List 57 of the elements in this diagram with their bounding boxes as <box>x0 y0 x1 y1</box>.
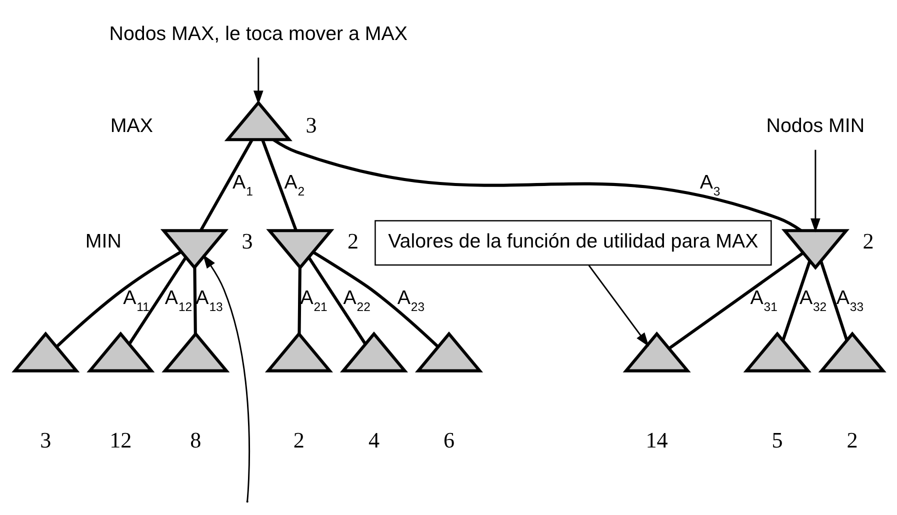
edge-label: A$_{22}$ <box>342 287 370 314</box>
arrow <box>202 254 250 502</box>
arrow <box>810 150 820 232</box>
connector <box>781 260 811 342</box>
node-triangle <box>161 332 230 372</box>
node-label: 2 <box>347 228 358 254</box>
node-label: 8 <box>190 428 201 453</box>
node-label: 2 <box>846 428 858 453</box>
node-text: Nodos MIN <box>766 115 864 137</box>
node-text: Nodos MAX, le toca mover a MAX <box>108 22 408 45</box>
edge-label: A$_{23}$ <box>396 287 424 314</box>
node-triangle <box>780 229 849 270</box>
label: MAX <box>110 115 153 137</box>
node-triangle <box>224 100 292 142</box>
connector <box>307 256 366 345</box>
node-triangle <box>742 332 811 372</box>
edge-label: A$_{31}$ <box>750 287 777 314</box>
edge-label: A$_{13}$ <box>195 287 222 314</box>
connector <box>819 260 848 341</box>
connector <box>55 250 182 348</box>
node-label: 6 <box>442 428 454 453</box>
edge-label: A$_{3}$ <box>699 172 720 199</box>
arrow <box>252 58 263 105</box>
connector <box>297 268 301 334</box>
arrow <box>588 264 648 347</box>
edge-label: A$_{33}$ <box>836 287 864 314</box>
node-label: 5 <box>771 428 782 453</box>
edge-label: A$_{12}$ <box>164 287 192 314</box>
node-triangle <box>266 229 334 270</box>
node-triangle <box>339 332 408 372</box>
connector <box>128 256 186 345</box>
edge-label: A$_{2}$ <box>284 172 304 199</box>
node-label: 14 <box>645 428 668 453</box>
node-label: 3 <box>305 112 316 138</box>
edge-label: A$_{21}$ <box>300 287 327 314</box>
connector <box>192 268 196 334</box>
node-box: Valores de la función de utilidad para MAX <box>374 220 772 266</box>
connector <box>260 139 297 231</box>
node-triangle <box>818 332 886 372</box>
node-label: 12 <box>109 428 132 453</box>
node-triangle <box>264 332 332 372</box>
node-label: 2 <box>862 228 874 254</box>
node-triangle <box>11 332 80 372</box>
node-label: 2 <box>292 428 304 453</box>
node-label: 3 <box>241 228 252 254</box>
connector <box>272 138 802 232</box>
edge-label: A$_{32}$ <box>798 287 826 314</box>
connector <box>312 250 438 348</box>
edge-label: A$_{1}$ <box>232 172 252 199</box>
node-triangle <box>414 332 483 372</box>
label: MIN <box>84 230 121 253</box>
node-label: 4 <box>368 428 380 453</box>
edge-label: A$_{11}$ <box>122 287 149 314</box>
node-label: 3 <box>40 428 51 453</box>
node-triangle <box>86 332 154 372</box>
connector <box>198 139 253 232</box>
connector <box>668 252 804 350</box>
